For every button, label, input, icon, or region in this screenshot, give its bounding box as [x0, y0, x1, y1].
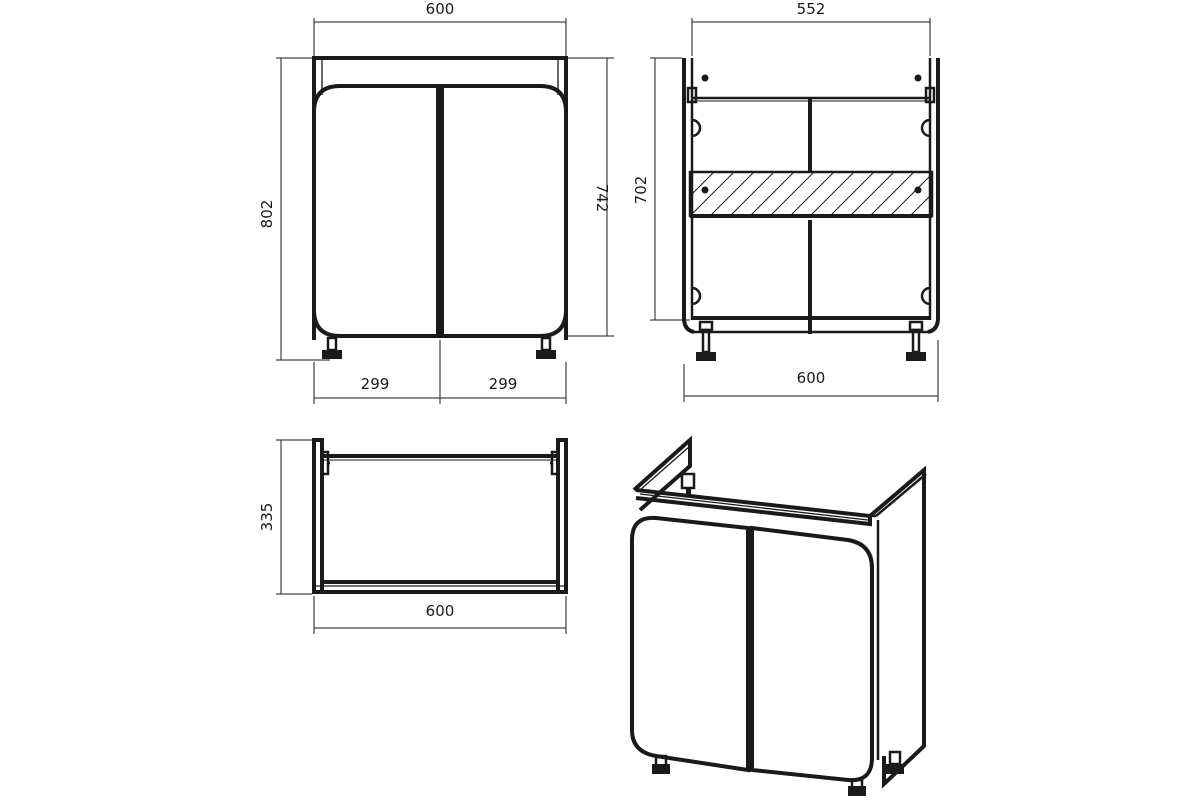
dim-front-door-height: 742 — [593, 184, 611, 213]
dim-top-depth: 335 — [258, 503, 276, 532]
dim-top-width: 600 — [426, 602, 455, 620]
front-view: 600 802 742 299 299 — [258, 0, 614, 404]
back-view: 552 702 600 — [632, 0, 940, 402]
iso-leg-front-right — [848, 778, 866, 796]
front-leg-left — [322, 336, 342, 359]
back-leg-left — [696, 320, 716, 361]
dim-back-inner-width: 552 — [797, 0, 826, 18]
dim-back-width: 600 — [797, 369, 826, 387]
back-side-left — [682, 58, 695, 334]
iso-right-panel — [868, 465, 926, 789]
top-view: 335 600 — [258, 438, 568, 634]
iso-door-left — [630, 515, 750, 773]
dim-back-inner-height: 702 — [632, 176, 650, 205]
front-door-left — [312, 84, 440, 338]
iso-leg-front-left — [652, 754, 670, 774]
dim-front-height: 802 — [258, 200, 276, 229]
iso-front-rail — [635, 488, 872, 527]
back-leg-right — [906, 320, 926, 361]
iso-door-right — [750, 525, 874, 783]
iso-left-panel-top — [632, 435, 692, 512]
isometric-view — [630, 435, 927, 796]
back-side-right — [927, 58, 940, 334]
dim-front-door-right: 299 — [489, 375, 518, 393]
dim-front-width: 600 — [426, 0, 455, 18]
front-door-right — [440, 84, 568, 338]
dim-front-door-left: 299 — [361, 375, 390, 393]
back-shelf — [688, 170, 934, 218]
iso-leg-back-right — [886, 750, 904, 774]
front-leg-right — [536, 336, 556, 359]
